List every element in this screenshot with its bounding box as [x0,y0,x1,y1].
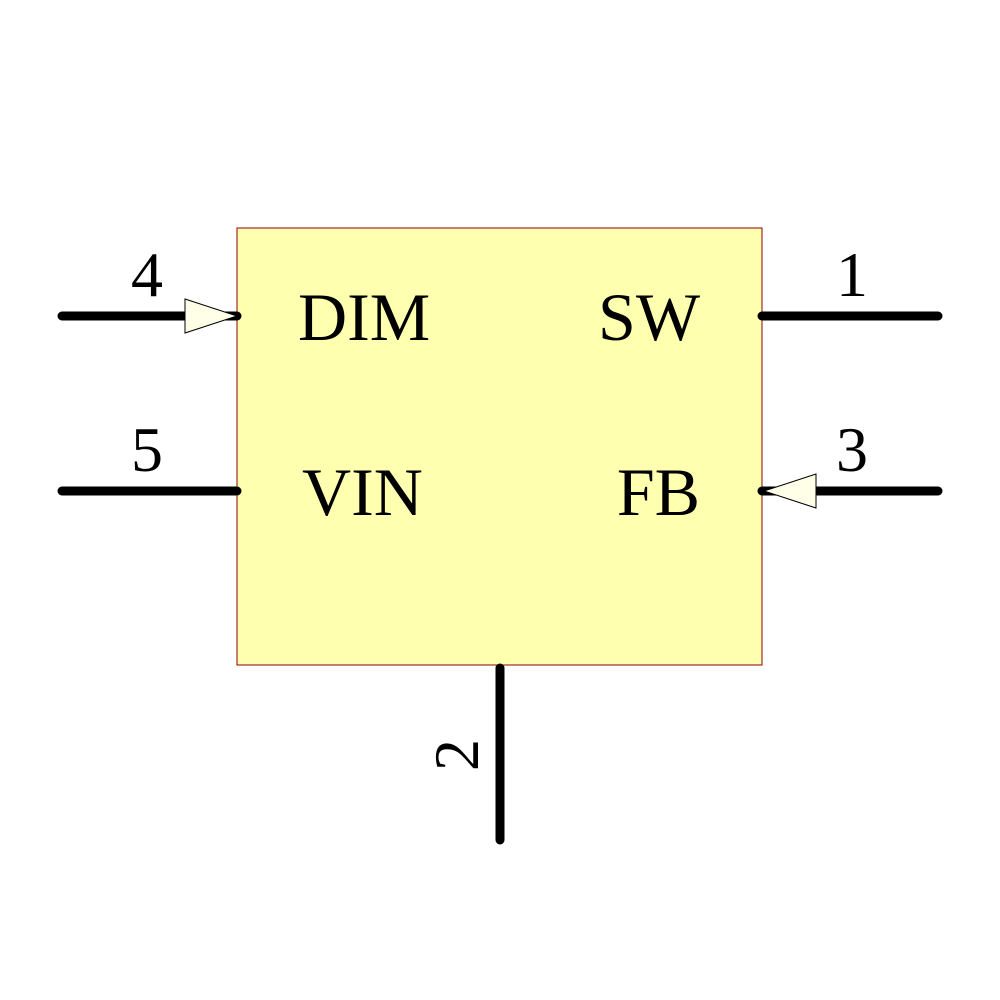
pin-number: 3 [836,414,868,485]
pin-name: DIM [298,279,430,355]
component-body [236,227,763,666]
pin-name: VIN [302,454,423,530]
pin-name: FB [617,454,700,530]
pin-name: SW [598,279,701,355]
pin-1[interactable]: 1 SW [598,239,943,355]
pin-3[interactable]: 3 FB [617,414,943,530]
pin-number: 2 [421,739,492,771]
input-arrow-icon [184,298,239,334]
pin-number: 1 [836,239,868,310]
pin-number: 5 [131,414,163,485]
pin-4[interactable]: 4 DIM [57,239,430,355]
pin-5[interactable]: 5 VIN [57,414,423,530]
pin-number: 4 [131,239,163,310]
input-arrow-icon [762,473,817,509]
pin-2[interactable]: 2 [421,663,505,845]
